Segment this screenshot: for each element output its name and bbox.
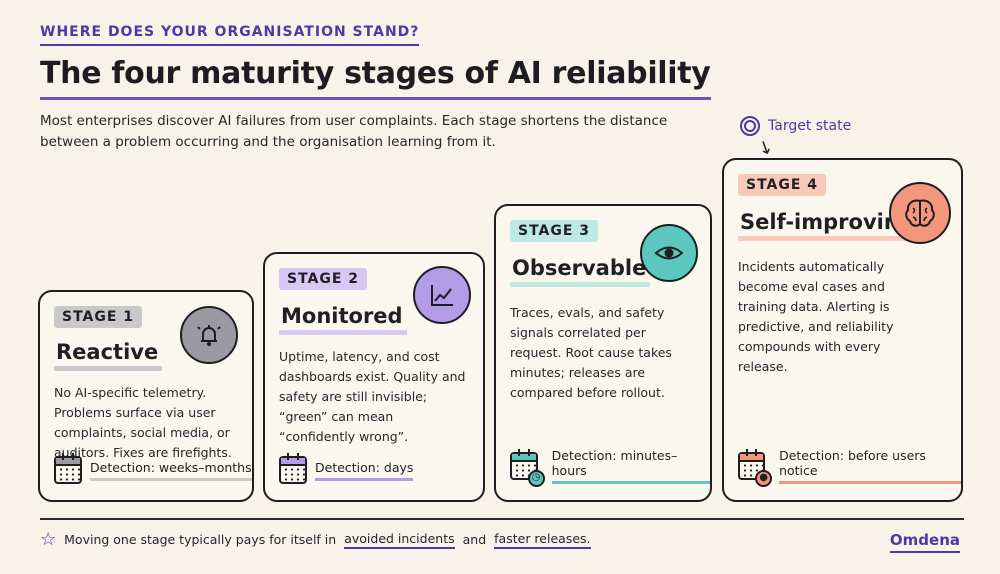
detection-text: Detection: before users notice	[779, 448, 961, 484]
stage-card-2: STAGE 2 Monitored Uptime, latency, and c…	[263, 252, 485, 502]
brain-icon	[889, 182, 951, 244]
intro-text: Most enterprises discover AI failures fr…	[40, 113, 668, 150]
line-chart-icon	[413, 266, 471, 324]
target-icon	[740, 116, 760, 136]
stage-card-3: STAGE 3 Observable Traces, evals, and sa…	[494, 204, 712, 502]
stage-description: Traces, evals, and safety signals correl…	[510, 305, 672, 400]
stage-name: Monitored	[279, 304, 407, 335]
brand-logo: Omdena	[889, 531, 960, 553]
calendar-clock-icon: ◷	[510, 449, 545, 487]
detection-row: Detection: weeks–months	[54, 453, 252, 484]
stage-tag: STAGE 4	[738, 174, 827, 196]
footer-prefix: Moving one stage typically pays for itse…	[64, 532, 337, 547]
footer-middle: and	[462, 532, 487, 547]
detection-text: Detection: weeks–months	[90, 460, 252, 481]
target-state-label: Target state	[740, 116, 851, 136]
page-title: The four maturity stages of AI reliabili…	[40, 56, 711, 100]
stage-card-1: STAGE 1 Reactive No AI-specific telemetr…	[38, 290, 254, 502]
target-state-text: Target state	[768, 118, 852, 134]
stage-name: Reactive	[54, 340, 163, 371]
stage-name: Self-improving	[738, 210, 918, 241]
stage-name: Observable	[510, 256, 651, 287]
footer-highlight-releases: faster releases.	[494, 531, 591, 549]
detection-text: Detection: minutes–hours	[551, 448, 710, 484]
stage-description: No AI-specific telemetry. Problems surfa…	[54, 385, 232, 460]
stage-tag: STAGE 3	[510, 220, 599, 242]
detection-row: Detection: days	[279, 453, 414, 484]
kicker-heading: WHERE DOES YOUR ORGANISATION STAND?	[40, 24, 420, 46]
detection-row: ● Detection: before users notice	[738, 448, 961, 487]
eye-icon	[640, 224, 698, 282]
stage-description: Uptime, latency, and cost dashboards exi…	[279, 349, 466, 444]
star-icon: ☆	[40, 529, 57, 550]
footer-divider	[40, 518, 964, 520]
stage-card-4: STAGE 4 Self-improving Incidents automat…	[722, 158, 963, 502]
footer-note: ☆ Moving one stage typically pays for it…	[40, 529, 591, 550]
bell-icon	[180, 306, 238, 364]
detection-text: Detection: days	[315, 460, 414, 481]
calendar-user-icon: ●	[738, 449, 773, 487]
calendar-icon	[54, 453, 82, 484]
stage-tag: STAGE 1	[54, 306, 143, 328]
calendar-icon	[279, 453, 307, 484]
detection-row: ◷ Detection: minutes–hours	[510, 448, 710, 487]
stage-description: Incidents automatically become eval case…	[738, 259, 894, 374]
footer-highlight-incidents: avoided incidents	[344, 531, 455, 549]
stage-tag: STAGE 2	[279, 268, 368, 290]
